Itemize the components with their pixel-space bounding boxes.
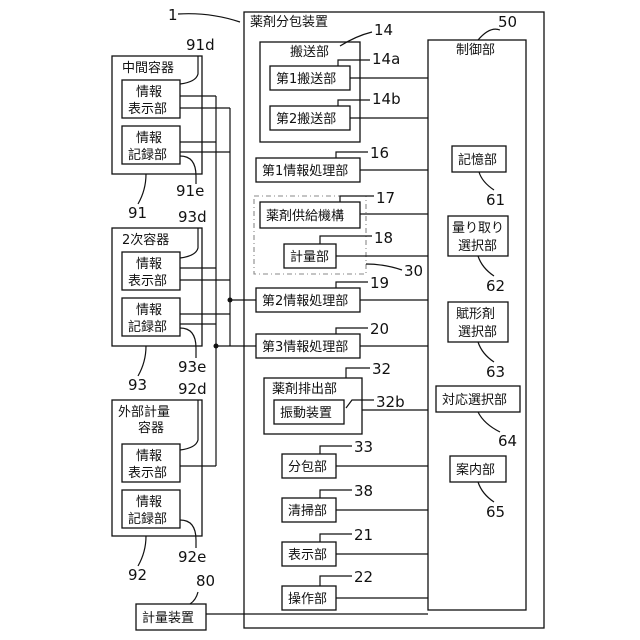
transport-unit-2-ref: 14b [372, 90, 401, 108]
intermediate-info-display-label-1: 情報 [136, 85, 162, 100]
excipient-select-label-1: 賦形剤 [456, 306, 495, 322]
packaging-unit-ref: 33 [354, 438, 373, 456]
discharge-unit-label: 薬剤排出部 [272, 381, 337, 397]
memory-unit-ref: 61 [486, 191, 505, 209]
device-label: 薬剤分包装置 [250, 14, 328, 30]
secondary-container-leader [138, 346, 146, 376]
transport-unit-1-ref: 14a [372, 50, 400, 68]
memory-unit-label: 記憶部 [458, 152, 497, 168]
weighing-device-label: 計量装置 [142, 610, 194, 626]
transport-unit-1-label: 第1搬送部 [276, 72, 336, 87]
excipient-select-label-2: 選択部 [458, 325, 497, 340]
measure-select-label-2: 選択部 [458, 239, 497, 254]
guide-unit-ref: 65 [486, 503, 505, 521]
secondary-container-label: 2次容器 [122, 232, 169, 248]
measure-select-ref: 62 [486, 277, 505, 295]
info-proc-1-ref: 16 [370, 144, 389, 162]
external-container-label-1: 外部計量 [118, 404, 170, 420]
transport-unit-label: 搬送部 [290, 45, 329, 60]
intermediate-container-ref: 91 [128, 204, 147, 222]
external-container-ref: 92 [128, 566, 147, 584]
vibration-device-label: 振動装置 [280, 406, 332, 421]
weighing-device-ref: 80 [196, 572, 215, 590]
info-proc-2-ref: 19 [370, 274, 389, 292]
info-proc-2-label: 第2情報処理部 [262, 294, 348, 309]
response-select-label: 対応選択部 [442, 393, 507, 408]
intermediate-info-record-label-2: 記録部 [128, 147, 167, 163]
intermediate-container-leader [138, 174, 146, 204]
discharge-unit-ref: 32 [372, 360, 391, 378]
weighing-device-leader [190, 592, 198, 604]
external-info-display-label-1: 情報 [136, 449, 162, 464]
intermediate-info-display-label-2: 表示部 [128, 102, 167, 117]
info-proc-3-ref: 20 [370, 320, 389, 338]
supply-mechanism-label: 薬剤供給機構 [266, 208, 344, 224]
external-info-record-label-1: 情報 [136, 495, 162, 510]
secondary-info-display-label-2: 表示部 [128, 274, 167, 289]
device-ref: 1 [168, 6, 178, 24]
external-info-display-label-2: 表示部 [128, 466, 167, 481]
external-info-display-ref: 92d [178, 380, 207, 398]
secondary-info-record-label-1: 情報 [136, 303, 162, 318]
operation-unit-ref: 22 [354, 568, 373, 586]
excipient-select-ref: 63 [486, 363, 505, 381]
transport-unit-2-label: 第2搬送部 [276, 112, 336, 127]
external-info-record-label-2: 記録部 [128, 511, 167, 527]
intermediate-container-label: 中間容器 [122, 60, 174, 76]
external-info-record-ref: 92e [178, 548, 206, 566]
intermediate-info-record-label-1: 情報 [136, 131, 162, 146]
external-container-leader [138, 536, 146, 566]
info-proc-3-label: 第3情報処理部 [262, 340, 348, 355]
measure-select-label-1: 量り取り [452, 221, 504, 236]
secondary-info-record-label-2: 記録部 [128, 319, 167, 335]
control-unit-ref: 50 [498, 13, 517, 31]
vibration-device-ref: 32b [376, 393, 405, 411]
weighing-unit-ref: 18 [374, 229, 393, 247]
secondary-info-record-ref: 93e [178, 358, 206, 376]
external-container-label-2: 容器 [138, 420, 164, 436]
intermediate-info-display-ref: 91d [186, 36, 215, 54]
secondary-info-display-ref: 93d [178, 208, 207, 226]
cleaning-unit-label: 清掃部 [288, 503, 327, 519]
supply-group-ref: 30 [404, 262, 423, 280]
weighing-unit-label: 計量部 [290, 249, 329, 265]
display-unit-ref: 21 [354, 526, 373, 544]
intermediate-info-record-ref: 91e [176, 182, 204, 200]
transport-unit-ref: 14 [374, 21, 393, 39]
secondary-info-display-label-1: 情報 [136, 257, 162, 272]
secondary-container-ref: 93 [128, 376, 147, 394]
cleaning-unit-ref: 38 [354, 482, 373, 500]
packaging-unit-label: 分包部 [288, 460, 327, 475]
control-unit-label: 制御部 [456, 43, 495, 58]
response-select-ref: 64 [498, 432, 517, 450]
display-unit-label: 表示部 [288, 548, 327, 563]
device-leader [178, 14, 240, 22]
info-proc-1-label: 第1情報処理部 [262, 164, 348, 179]
operation-unit-label: 操作部 [288, 591, 327, 607]
guide-unit-label: 案内部 [456, 462, 495, 478]
supply-mechanism-ref: 17 [376, 189, 395, 207]
